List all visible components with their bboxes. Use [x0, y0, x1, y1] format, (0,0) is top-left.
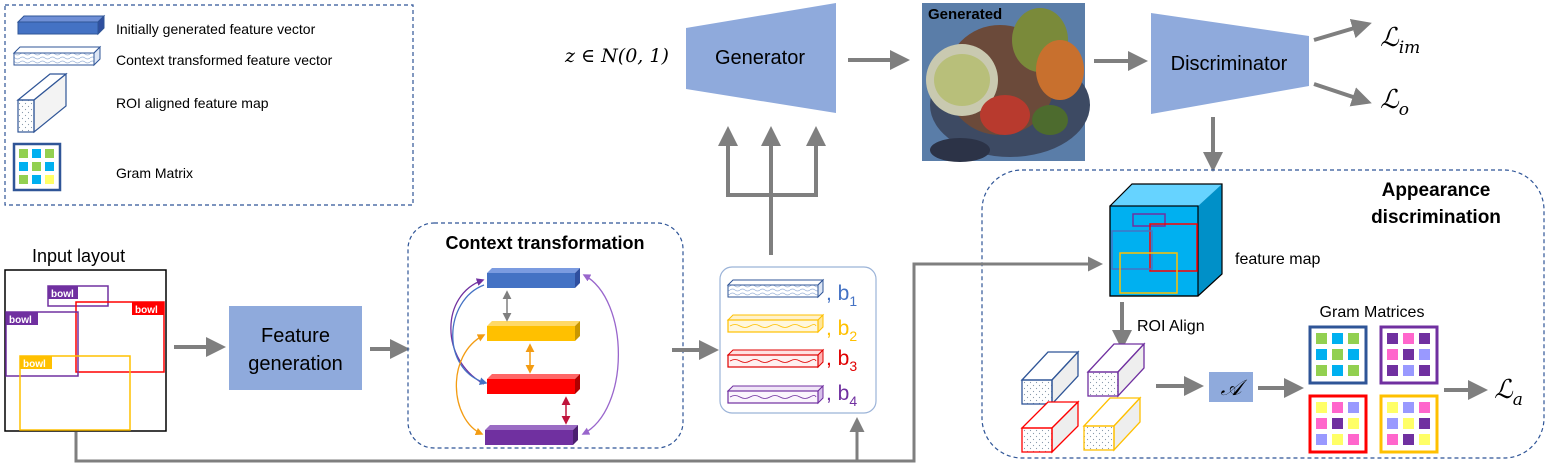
loss-o-base: ℒ — [1380, 85, 1400, 115]
roi-cuboid-blue — [1020, 350, 1080, 406]
cuboid-icon — [16, 72, 68, 134]
legend-label-gram: Gram Matrix — [116, 165, 193, 181]
generator-label: Generator — [715, 47, 805, 69]
wavy-bar-icon — [12, 45, 102, 67]
loss-a-sub: a — [1513, 390, 1523, 410]
vector-list-border — [719, 266, 877, 414]
bbox-label-1: bowl — [51, 289, 74, 300]
loss-a-base: ℒ — [1494, 375, 1514, 405]
vector-sep-1: , — [826, 282, 838, 305]
input-layout-frame — [4, 269, 167, 432]
arrows-vectors-to-generator — [718, 126, 826, 255]
roi-cuboid-red — [1020, 400, 1080, 454]
vector-sep-4: , — [826, 382, 838, 405]
appearance-title-2: discrimination — [1371, 207, 1501, 228]
legend: Initially generated feature vector Conte… — [4, 4, 414, 206]
context-bar-red — [487, 374, 580, 394]
vector-base-4: b — [838, 382, 850, 405]
vector-bar-4 — [726, 384, 825, 405]
appearance-title-1: Appearance — [1382, 180, 1491, 201]
bbox-bowl-4 — [19, 355, 131, 431]
appearance-discrimination: Appearance discrimination feature map RO… — [981, 169, 1545, 459]
loss-a: ℒa — [1494, 375, 1523, 410]
vector-list: , b1 , b2 , b3 , b4 — [719, 266, 877, 414]
generated-label: Generated — [928, 6, 1002, 23]
arrow-curve-yellow-left — [455, 334, 486, 436]
generated-image: Generated — [922, 3, 1090, 162]
loss-im-sub: im — [1399, 38, 1421, 58]
context-bar-blue — [487, 268, 580, 288]
layout-to-featmap-line — [857, 256, 1103, 463]
feature-generation-line1: Feature — [261, 325, 330, 347]
roi-align-label: ROI Align — [1137, 318, 1205, 335]
vector-label-4: , b4 — [826, 382, 857, 409]
legend-label-roi: ROI aligned feature map — [116, 95, 269, 111]
blue-bar-icon — [16, 14, 106, 36]
input-layout: Input layout bowl bowl bowl bowl — [4, 246, 167, 432]
loss-o-sub: o — [1399, 100, 1409, 120]
discriminator-label: Discriminator — [1171, 53, 1288, 75]
roi-cuboid-yellow — [1082, 396, 1142, 452]
vector-bar-3 — [726, 348, 825, 369]
bbox-bowl-3 — [5, 311, 79, 377]
bbox-label-2: bowl — [135, 305, 158, 316]
gram-matrix-red — [1308, 394, 1368, 454]
context-bar-purple — [485, 425, 578, 445]
attention-block: 𝒜 — [1209, 372, 1253, 402]
legend-label-initial: Initially generated feature vector — [116, 21, 316, 37]
context-transformation-title: Context transformation — [445, 233, 644, 253]
legend-label-context: Context transformed feature vector — [116, 52, 333, 68]
feature-map-cube — [1109, 183, 1223, 297]
vector-label-2: , b2 — [826, 317, 857, 344]
noise-label: z ∈ N(0, 1) — [564, 45, 669, 67]
gram-matrices-title: Gram Matrices — [1320, 304, 1425, 321]
vector-base-3: b — [838, 347, 850, 370]
layout-to-vectors-line — [74, 417, 865, 463]
feature-map-label: feature map — [1235, 251, 1320, 268]
arrow-disc-to-lim — [1313, 18, 1372, 42]
gram-matrix-purple — [1379, 325, 1439, 385]
gram-matrix-yellow — [1379, 394, 1439, 454]
layout-feedback-lines — [74, 256, 1103, 463]
vector-base-2: b — [838, 317, 850, 340]
roi-cuboid-purple — [1086, 342, 1146, 398]
legend-border — [4, 4, 414, 206]
arrow-curve-blue-left — [452, 284, 488, 386]
gram-matrix-blue — [1308, 325, 1368, 385]
vector-sub-4: 4 — [849, 393, 857, 409]
vector-base-1: b — [838, 282, 850, 305]
vector-bar-2 — [726, 313, 825, 334]
bbox-label-3: bowl — [9, 315, 32, 326]
vector-sub-2: 2 — [849, 328, 857, 344]
vector-label-3: , b3 — [826, 347, 857, 374]
vector-sub-3: 3 — [849, 358, 857, 374]
context-transformation-border — [407, 222, 684, 449]
gram-grid-icon — [12, 142, 62, 192]
vector-sep-2: , — [826, 317, 838, 340]
vector-sub-1: 1 — [849, 293, 857, 309]
feature-generation-block: Feature generation — [229, 306, 362, 390]
input-layout-title: Input layout — [32, 246, 125, 266]
appearance-border — [981, 169, 1545, 459]
vector-bar-1 — [726, 278, 825, 299]
arrow-curve-lavender-right — [581, 274, 619, 435]
context-transformation: Context transformation — [407, 222, 684, 449]
bbox-label-4: bowl — [23, 359, 46, 370]
generator-block: Generator — [686, 3, 836, 113]
loss-im: ℒim — [1380, 23, 1420, 58]
feature-generation-line2: generation — [248, 353, 343, 375]
arrow-disc-to-lo — [1313, 82, 1372, 107]
vector-sep-3: , — [826, 347, 838, 370]
vector-label-1: , b1 — [826, 282, 857, 309]
bbox-bowl-2 — [75, 301, 165, 373]
context-bar-yellow — [487, 321, 580, 341]
discriminator-block: Discriminator — [1151, 13, 1309, 114]
loss-o: ℒo — [1380, 85, 1409, 120]
arrow-curve-purple-left — [450, 278, 485, 385]
loss-im-base: ℒ — [1380, 23, 1400, 53]
